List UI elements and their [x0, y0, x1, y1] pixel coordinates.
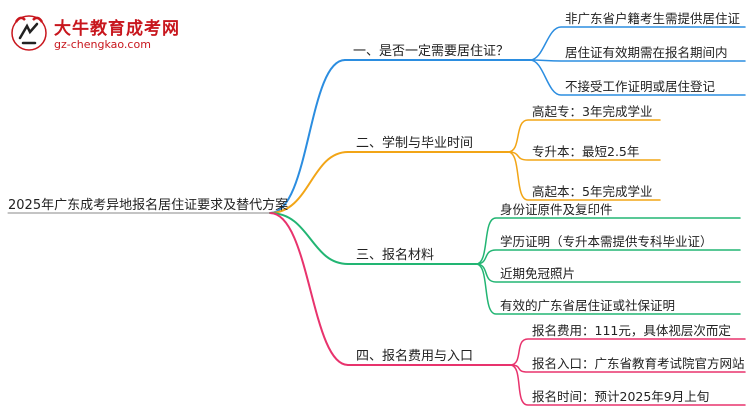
branch-connector-4: [269, 212, 349, 366]
leaf-label-3-2: 学历证明（专升本需提供专科毕业证）: [500, 234, 713, 249]
leaf-label-2-2: 专升本：最短2.5年: [532, 144, 640, 159]
branch-connector-2: [269, 151, 349, 214]
leaf-connector-3-2: [475, 249, 741, 265]
branch-label-4: 四、报名费用与入口: [356, 349, 474, 364]
leaf-label-2-3: 高起本：5年完成学业: [532, 184, 653, 199]
leaf-label-1-3: 不接受工作证明或居住登记: [565, 79, 716, 94]
leaf-connector-3-4: [475, 263, 741, 315]
bull-logo-icon: [11, 15, 47, 51]
leaf-label-4-1: 报名费用：111元，具体视层次而定: [532, 323, 731, 338]
leaf-label-1-2: 居住证有效期需在报名期间内: [565, 45, 728, 60]
leaf-connector-2-1: [507, 119, 661, 153]
leaf-connector-2-2: [507, 151, 661, 161]
logo-title: 大牛教育成考网: [54, 19, 180, 39]
leaf-connector-4-1: [509, 338, 746, 366]
leaf-label-3-4: 有效的广东省居住证或社保证明: [500, 298, 676, 313]
leaf-connector-3-1: [475, 217, 741, 265]
leaf-connector-4-3: [509, 364, 746, 406]
leaf-label-3-1: 身份证原件及复印件: [500, 202, 613, 217]
leaf-connector-1-1: [529, 26, 746, 61]
branch-connector-1: [269, 59, 346, 214]
branch-label-3: 三、报名材料: [356, 248, 435, 263]
leaf-label-4-3: 报名时间：预计2025年9月上旬: [532, 389, 710, 404]
branch-label-2: 二、学制与毕业时间: [356, 136, 474, 151]
leaf-connector-1-3: [529, 59, 746, 96]
site-logo[interactable]: 大牛教育成考网 gz-chengkao.com: [10, 8, 200, 58]
leaf-label-3-3: 近期免冠照片: [500, 266, 576, 281]
leaf-label-2-1: 高起专：3年完成学业: [532, 104, 653, 119]
leaf-label-1-1: 非广东省户籍考生需提供居住证: [565, 11, 741, 26]
logo-url: gz-chengkao.com: [54, 38, 151, 51]
leaf-connector-1-2: [529, 59, 746, 62]
branch-label-1: 一、是否一定需要居住证？: [353, 44, 510, 59]
mindmap-root: 2025年广东成考异地报名居住证要求及替代方案: [8, 198, 289, 213]
branch-connector-3: [269, 212, 349, 265]
leaf-connector-2-3: [507, 151, 661, 201]
leaf-label-4-2: 报名入口：广东省教育考试院官方网站: [532, 356, 745, 371]
